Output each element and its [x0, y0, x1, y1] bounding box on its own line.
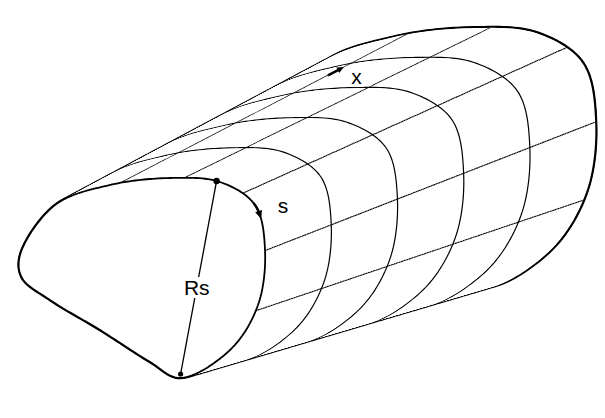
shell-surface: [19, 27, 597, 378]
radius-label: Rs: [182, 277, 212, 298]
radius-line: [181, 181, 217, 374]
axis-label: x: [349, 66, 364, 87]
arrow-head: [255, 210, 262, 219]
rim-point: [213, 178, 219, 184]
grid-ring: [19, 178, 266, 378]
slice-fill: [19, 178, 266, 378]
shell-slice: [19, 177, 267, 378]
curvature-center: [178, 371, 183, 376]
shell-silhouette: [19, 27, 597, 378]
axis-label: s: [276, 195, 291, 216]
arrow-head: [336, 67, 344, 73]
annotations: [178, 67, 344, 377]
